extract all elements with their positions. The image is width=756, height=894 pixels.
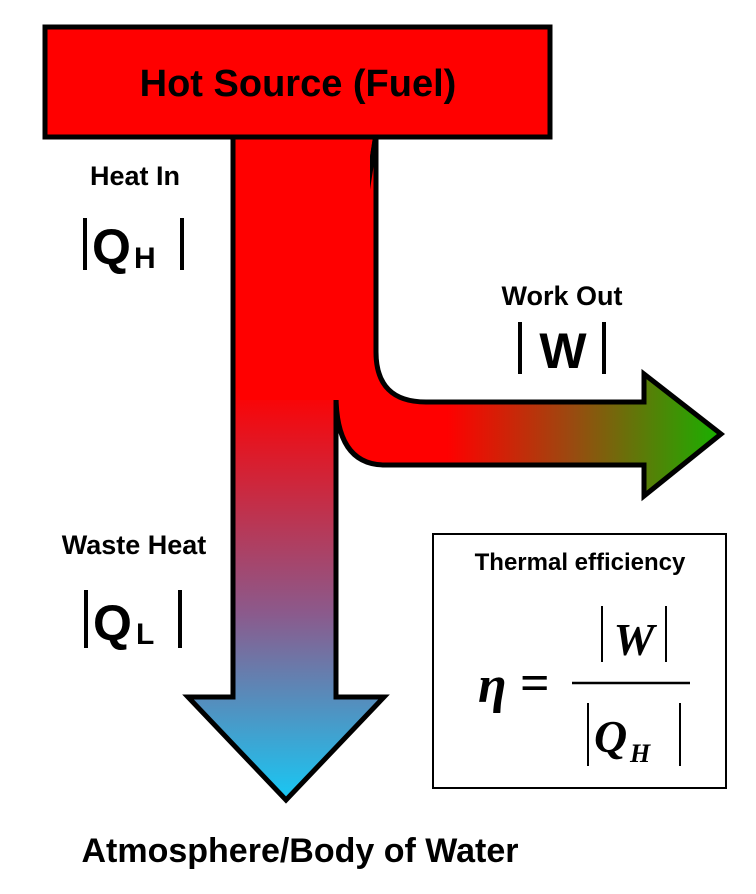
work-out-symbol: W — [518, 322, 606, 379]
work-out-label: Work Out — [502, 281, 623, 311]
heat-in-subscript: H — [134, 242, 156, 275]
numerator-w: W — [614, 614, 658, 665]
denominator-q: Q — [594, 711, 627, 762]
work-out-arrow — [333, 133, 726, 502]
equals-sign: = — [520, 655, 550, 712]
eta-symbol: η — [478, 657, 507, 714]
hot-source-label: Hot Source (Fuel) — [140, 63, 457, 105]
heat-in-symbol-letter: Q — [92, 219, 131, 275]
waste-heat-symbol-letter: Q — [93, 595, 132, 651]
waste-heat-subscript: L — [136, 618, 154, 651]
efficiency-box: Thermal efficiency η = W Q H — [432, 533, 727, 789]
heat-in-label: Heat In — [90, 161, 180, 191]
sink-label: Atmosphere/Body of Water — [81, 832, 518, 870]
denominator-subscript: H — [629, 739, 651, 768]
heat-in-symbol: Q H — [83, 218, 184, 275]
work-out-symbol-letter: W — [539, 323, 587, 379]
waste-heat-symbol: Q L — [84, 590, 182, 651]
efficiency-title: Thermal efficiency — [475, 549, 686, 576]
hot-source-box — [42, 24, 553, 140]
waste-heat-label: Waste Heat — [62, 530, 207, 560]
